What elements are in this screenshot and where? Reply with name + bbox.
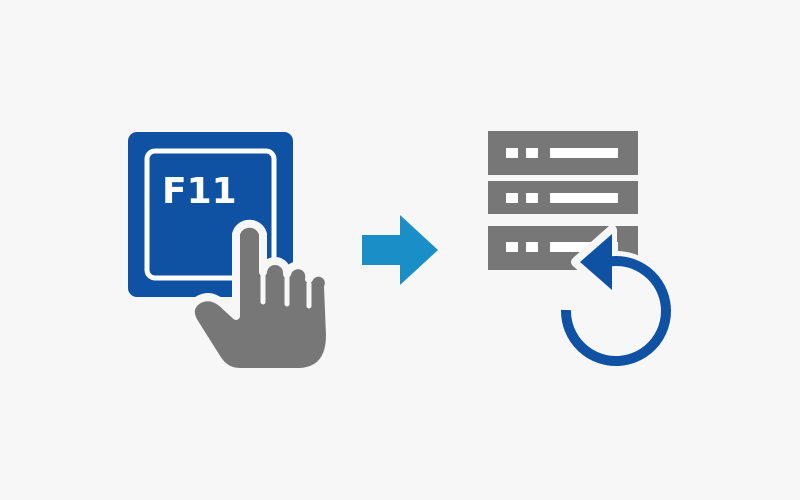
restore-icon (555, 225, 676, 371)
arrow-right-icon (362, 215, 438, 285)
key-label: F11 (162, 171, 237, 212)
server-unit (488, 131, 638, 175)
pointing-hand-icon (186, 219, 334, 376)
server-unit (488, 181, 638, 214)
